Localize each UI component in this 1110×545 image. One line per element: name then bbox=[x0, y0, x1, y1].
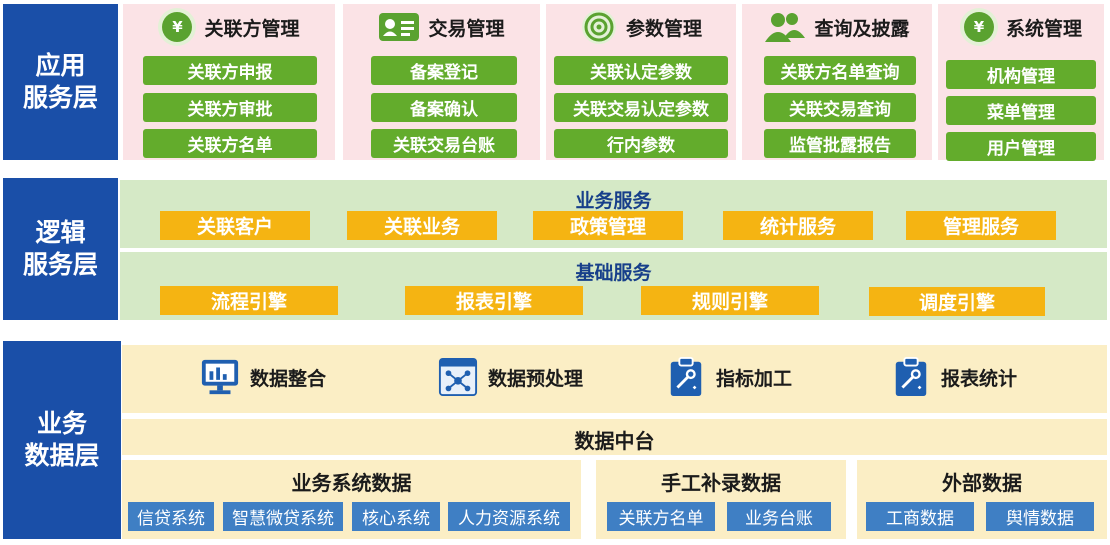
scheduler-engine-button[interactable]: 调度引擎 bbox=[869, 287, 1045, 316]
layer-label-data: 业务 数据层 bbox=[3, 341, 121, 539]
module-header: ¥ 关联方管理 bbox=[123, 8, 335, 46]
filing-register-button[interactable]: 备案登记 bbox=[371, 56, 517, 85]
group-title: 手工补录数据 bbox=[661, 471, 781, 495]
user-manage-button[interactable]: 用户管理 bbox=[946, 132, 1096, 161]
app-module-parameters: 参数管理 关联认定参数 关联交易认定参数 行内参数 bbox=[546, 4, 736, 160]
related-party-list-button[interactable]: 关联方名单 bbox=[143, 129, 317, 158]
monitor-chart-icon bbox=[201, 359, 239, 395]
app-module-transaction: 交易管理 备案登记 备案确认 关联交易台账 bbox=[343, 4, 540, 160]
app-module-related-party: ¥ 关联方管理 关联方申报 关联方审批 关联方名单 bbox=[123, 4, 335, 160]
regulatory-report-button[interactable]: 监管批露报告 bbox=[764, 129, 916, 158]
core-system-button[interactable]: 核心系统 bbox=[352, 502, 440, 531]
transaction-query-button[interactable]: 关联交易查询 bbox=[764, 93, 916, 122]
group-title: 业务系统数据 bbox=[291, 471, 412, 495]
internal-param-button[interactable]: 行内参数 bbox=[554, 129, 728, 158]
module-header: 查询及披露 bbox=[742, 8, 932, 46]
business-ledger-button[interactable]: 业务台账 bbox=[727, 502, 831, 531]
layer-label-app: 应用 服务层 bbox=[3, 4, 118, 160]
filing-confirm-button[interactable]: 备案确认 bbox=[371, 93, 517, 122]
transaction-ledger-button[interactable]: 关联交易台账 bbox=[371, 129, 517, 158]
data-integration-tool[interactable]: 数据整合 bbox=[200, 357, 326, 397]
data-tools-panel bbox=[122, 345, 1107, 413]
tool-label: 数据预处理 bbox=[488, 367, 584, 390]
data-preprocess-tool[interactable]: 数据预处理 bbox=[438, 357, 583, 397]
module-title: 交易管理 bbox=[428, 17, 505, 40]
org-manage-button[interactable]: 机构管理 bbox=[946, 60, 1096, 89]
policy-manage-button[interactable]: 政策管理 bbox=[533, 211, 683, 240]
tool-label: 指标加工 bbox=[716, 367, 793, 390]
module-title: 查询及披露 bbox=[814, 17, 910, 40]
id-card-icon bbox=[379, 13, 420, 41]
module-header: 交易管理 bbox=[343, 8, 540, 46]
indicator-process-tool[interactable]: 指标加工 bbox=[666, 357, 792, 397]
related-party-declare-button[interactable]: 关联方申报 bbox=[143, 56, 317, 85]
related-customer-button[interactable]: 关联客户 bbox=[160, 211, 310, 240]
layer-label-logic: 逻辑 服务层 bbox=[3, 178, 118, 320]
module-title: 关联方管理 bbox=[204, 17, 300, 40]
public-opinion-data-button[interactable]: 舆情数据 bbox=[986, 502, 1094, 531]
workflow-engine-button[interactable]: 流程引擎 bbox=[160, 286, 338, 315]
group-title: 外部数据 bbox=[942, 471, 1022, 495]
data-middle-platform-title: 数据中台 bbox=[574, 429, 655, 453]
app-module-query-disclosure: 查询及披露 关联方名单查询 关联交易查询 监管批露报告 bbox=[742, 4, 932, 160]
related-party-query-button[interactable]: 关联方名单查询 bbox=[764, 56, 916, 85]
data-middle-platform bbox=[122, 419, 1107, 455]
hr-system-button[interactable]: 人力资源系统 bbox=[448, 502, 570, 531]
target-icon bbox=[581, 10, 616, 44]
business-service-title: 业务服务 bbox=[575, 190, 652, 212]
smart-microloan-system-button[interactable]: 智慧微贷系统 bbox=[223, 502, 343, 531]
base-service-title: 基础服务 bbox=[575, 262, 652, 284]
module-title: 系统管理 bbox=[1005, 17, 1082, 40]
credit-system-button[interactable]: 信贷系统 bbox=[128, 502, 214, 531]
transaction-identify-param-button[interactable]: 关联交易认定参数 bbox=[554, 93, 728, 122]
users-icon bbox=[765, 13, 806, 42]
yen-coin-icon: ¥ bbox=[959, 8, 998, 46]
tool-label: 报表统计 bbox=[941, 367, 1018, 390]
business-registry-data-button[interactable]: 工商数据 bbox=[866, 502, 974, 531]
clipboard-tools-icon bbox=[895, 357, 927, 397]
rule-engine-button[interactable]: 规则引擎 bbox=[641, 286, 819, 315]
yen-coin-icon: ¥ bbox=[158, 8, 197, 46]
report-engine-button[interactable]: 报表引擎 bbox=[405, 286, 583, 315]
data-process-icon bbox=[438, 357, 478, 397]
module-header: ¥ 系统管理 bbox=[938, 8, 1104, 46]
report-stats-tool[interactable]: 报表统计 bbox=[891, 357, 1017, 397]
related-business-button[interactable]: 关联业务 bbox=[347, 211, 497, 240]
stats-service-button[interactable]: 统计服务 bbox=[723, 211, 873, 240]
menu-manage-button[interactable]: 菜单管理 bbox=[946, 96, 1096, 125]
module-header: 参数管理 bbox=[546, 8, 736, 46]
tool-label: 数据整合 bbox=[250, 367, 327, 390]
related-party-approve-button[interactable]: 关联方审批 bbox=[143, 93, 317, 122]
related-party-list-data-button[interactable]: 关联方名单 bbox=[607, 502, 715, 531]
module-title: 参数管理 bbox=[625, 17, 702, 40]
app-module-system: ¥ 系统管理 机构管理 菜单管理 用户管理 bbox=[938, 4, 1104, 161]
related-identify-param-button[interactable]: 关联认定参数 bbox=[554, 56, 728, 85]
clipboard-tools-icon bbox=[670, 357, 702, 397]
manage-service-button[interactable]: 管理服务 bbox=[906, 211, 1056, 240]
